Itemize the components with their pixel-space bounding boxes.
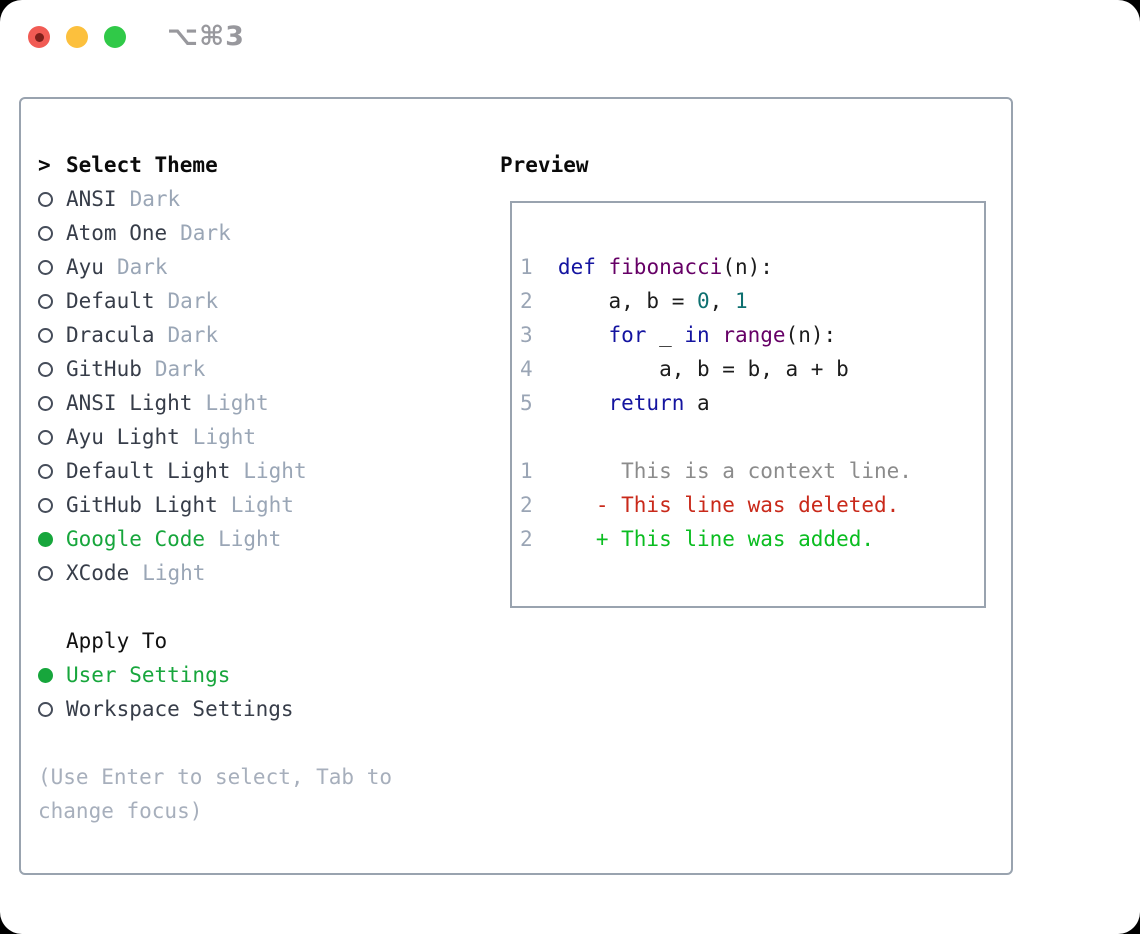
option-tag: Dark	[154, 357, 206, 381]
option-label: Google Code	[66, 527, 206, 551]
option-tag: Light	[218, 527, 282, 551]
radio-icon	[38, 667, 53, 683]
apply-to-section: Apply To User Settings Workspace Setting…	[38, 624, 392, 726]
line-number: 1	[520, 255, 533, 279]
option-tag: Dark	[167, 323, 219, 347]
option-label: Dracula	[66, 323, 155, 347]
theme-option[interactable]: Default Dark	[38, 284, 392, 318]
theme-list-header: > Select Theme	[38, 148, 392, 182]
option-label: Ayu	[66, 255, 104, 279]
radio-icon	[38, 429, 53, 445]
diff-deleted-line: 2 - This line was deleted.	[520, 488, 976, 522]
option-tag: Light	[243, 459, 307, 483]
close-button-icon[interactable]	[28, 26, 50, 48]
option-label: Default Light	[66, 459, 231, 483]
radio-icon	[38, 293, 53, 309]
radio-icon	[38, 463, 53, 479]
option-label: Ayu Light	[66, 425, 180, 449]
option-label: User Settings	[66, 663, 231, 687]
main-panel: > Select Theme ANSI Dark Atom One Dark A…	[19, 97, 1013, 875]
hint-line: (Use Enter to select, Tab to	[38, 765, 393, 789]
radio-icon	[38, 259, 53, 275]
option-label: Atom One	[66, 221, 168, 245]
theme-option[interactable]: ANSI Light Light	[38, 386, 392, 420]
radio-icon	[38, 225, 53, 241]
option-tag: Light	[142, 561, 206, 585]
option-tag: Light	[230, 493, 294, 517]
theme-option[interactable]: GitHub Light Light	[38, 488, 392, 522]
radio-icon	[38, 191, 53, 207]
titlebar	[28, 26, 126, 48]
theme-option[interactable]: Atom One Dark	[38, 216, 392, 250]
window-shortcut-label: ⌥⌘3	[167, 21, 245, 52]
zoom-button-icon[interactable]	[104, 26, 126, 48]
radio-icon	[38, 531, 53, 547]
theme-option[interactable]: Default Light Light	[38, 454, 392, 488]
line-number: 5	[520, 391, 533, 415]
option-label: GitHub Light	[66, 493, 218, 517]
option-label: ANSI	[66, 187, 117, 211]
option-label: Workspace Settings	[66, 697, 294, 721]
line-number: 2	[520, 493, 533, 517]
theme-option[interactable]: Ayu Dark	[38, 250, 392, 284]
option-tag: Light	[192, 425, 257, 449]
theme-option[interactable]: XCode Light	[38, 556, 392, 590]
radio-icon	[38, 395, 53, 411]
line-number: 1	[520, 459, 533, 483]
theme-list-title: Select Theme	[66, 153, 218, 177]
line-number: 3	[520, 323, 533, 347]
blank-line	[520, 420, 976, 454]
preview-title: Preview	[500, 153, 589, 177]
close-button-dot-icon	[34, 32, 44, 42]
left-column: > Select Theme ANSI Dark Atom One Dark A…	[38, 148, 392, 828]
option-label: ANSI Light	[66, 391, 193, 415]
code-line-for: 3 for _ in range(n):	[520, 318, 976, 352]
diff-context-line: 1 This is a context line.	[520, 454, 976, 488]
diff-added-line: 2 + This line was added.	[520, 522, 976, 556]
radio-icon	[38, 497, 53, 513]
hint-line: change focus)	[38, 799, 203, 823]
option-label: XCode	[66, 561, 130, 585]
apply-to-header: Apply To	[38, 624, 392, 658]
theme-list: > Select Theme ANSI Dark Atom One Dark A…	[38, 148, 392, 590]
apply-option[interactable]: User Settings	[38, 658, 392, 692]
radio-icon	[38, 327, 53, 343]
radio-icon	[38, 361, 53, 377]
radio-icon	[38, 701, 53, 717]
theme-option[interactable]: GitHub Dark	[38, 352, 392, 386]
option-tag: Light	[205, 391, 269, 415]
theme-option[interactable]: Google Code Light	[38, 522, 392, 556]
prompt-caret-icon: >	[38, 153, 51, 177]
code-line-swap: 4 a, b = b, a + b	[520, 352, 976, 386]
option-tag: Dark	[116, 255, 168, 279]
option-tag: Dark	[167, 289, 219, 313]
line-number: 2	[520, 289, 533, 313]
theme-option[interactable]: ANSI Dark	[38, 182, 392, 216]
theme-option[interactable]: Ayu Light Light	[38, 420, 392, 454]
option-tag: Dark	[129, 187, 181, 211]
code-line-return: 5 return a	[520, 386, 976, 420]
apply-to-title: Apply To	[66, 629, 168, 653]
line-number: 2	[520, 527, 533, 551]
keyboard-hint: (Use Enter to select, Tab to change focus…	[38, 760, 392, 828]
apply-option[interactable]: Workspace Settings	[38, 692, 392, 726]
code-line-assign: 2 a, b = 0, 1	[520, 284, 976, 318]
minimize-button-icon[interactable]	[66, 26, 88, 48]
theme-option[interactable]: Dracula Dark	[38, 318, 392, 352]
option-label: Default	[66, 289, 155, 313]
option-tag: Dark	[180, 221, 231, 245]
line-number: 4	[520, 357, 533, 381]
option-label: GitHub	[66, 357, 142, 381]
radio-icon	[38, 565, 53, 581]
